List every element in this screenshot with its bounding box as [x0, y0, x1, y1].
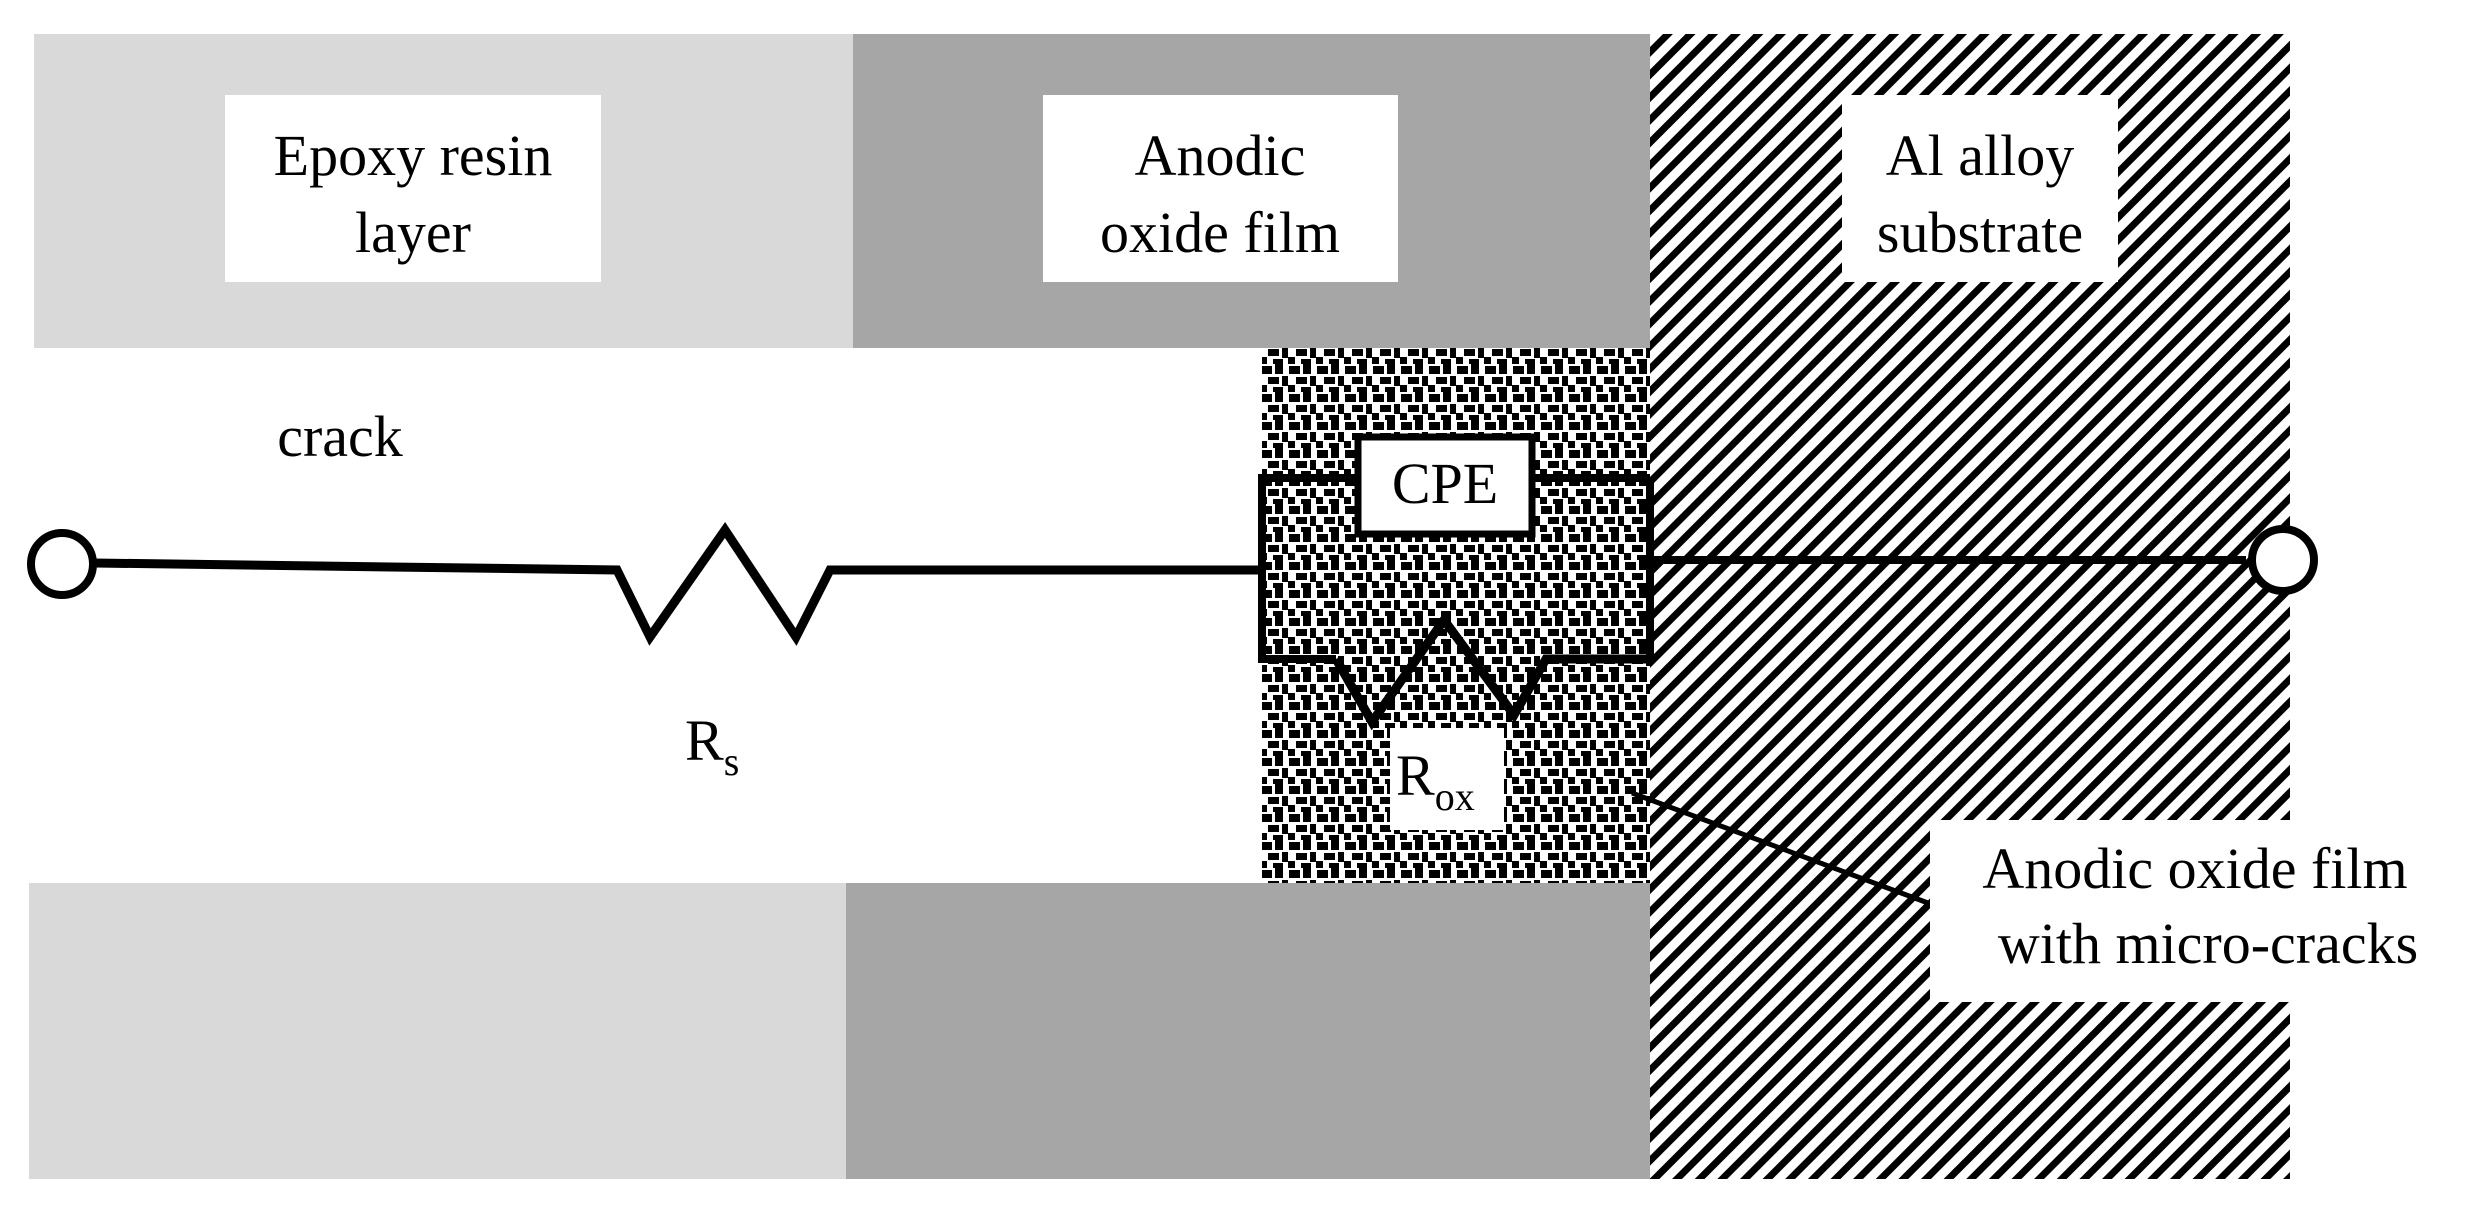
alloy-label-line1: Al alloy — [1886, 123, 2074, 188]
left-terminal — [27, 529, 97, 599]
anodic-label-line1: Anodic — [1135, 123, 1306, 188]
right-terminal — [2248, 525, 2318, 595]
rs-resistor-wire — [94, 522, 1262, 646]
epoxy-label-box — [225, 95, 601, 282]
anodic-oxide-film-bottom — [846, 883, 1650, 1179]
epoxy-label-line2: layer — [355, 200, 471, 265]
anodic-label-line2: oxide film — [1100, 200, 1340, 265]
alloy-label-box — [1842, 95, 2118, 282]
alloy-label-line2: substrate — [1877, 200, 2083, 265]
epoxy-resin-layer-bottom — [29, 883, 848, 1179]
callout-label-line2: with micro-cracks — [1998, 911, 2418, 976]
rox-label-box — [1390, 728, 1504, 830]
callout-label-box — [1930, 820, 2479, 1002]
cpe-element-box — [1354, 433, 1536, 538]
cpe-label: CPE — [1392, 451, 1498, 516]
epoxy-label-line1: Epoxy resin — [274, 123, 553, 188]
rox-label: Rox — [1396, 743, 1475, 819]
parallel-branch-left — [1258, 474, 1358, 663]
callout-label-line1: Anodic oxide film — [1982, 836, 2407, 901]
crack-label: crack — [277, 404, 403, 469]
anodic-label-box — [1043, 95, 1398, 282]
rox-resistor-wire — [1332, 612, 1650, 731]
callout-leader-line — [1631, 790, 1929, 906]
rs-label: Rs — [685, 708, 739, 784]
